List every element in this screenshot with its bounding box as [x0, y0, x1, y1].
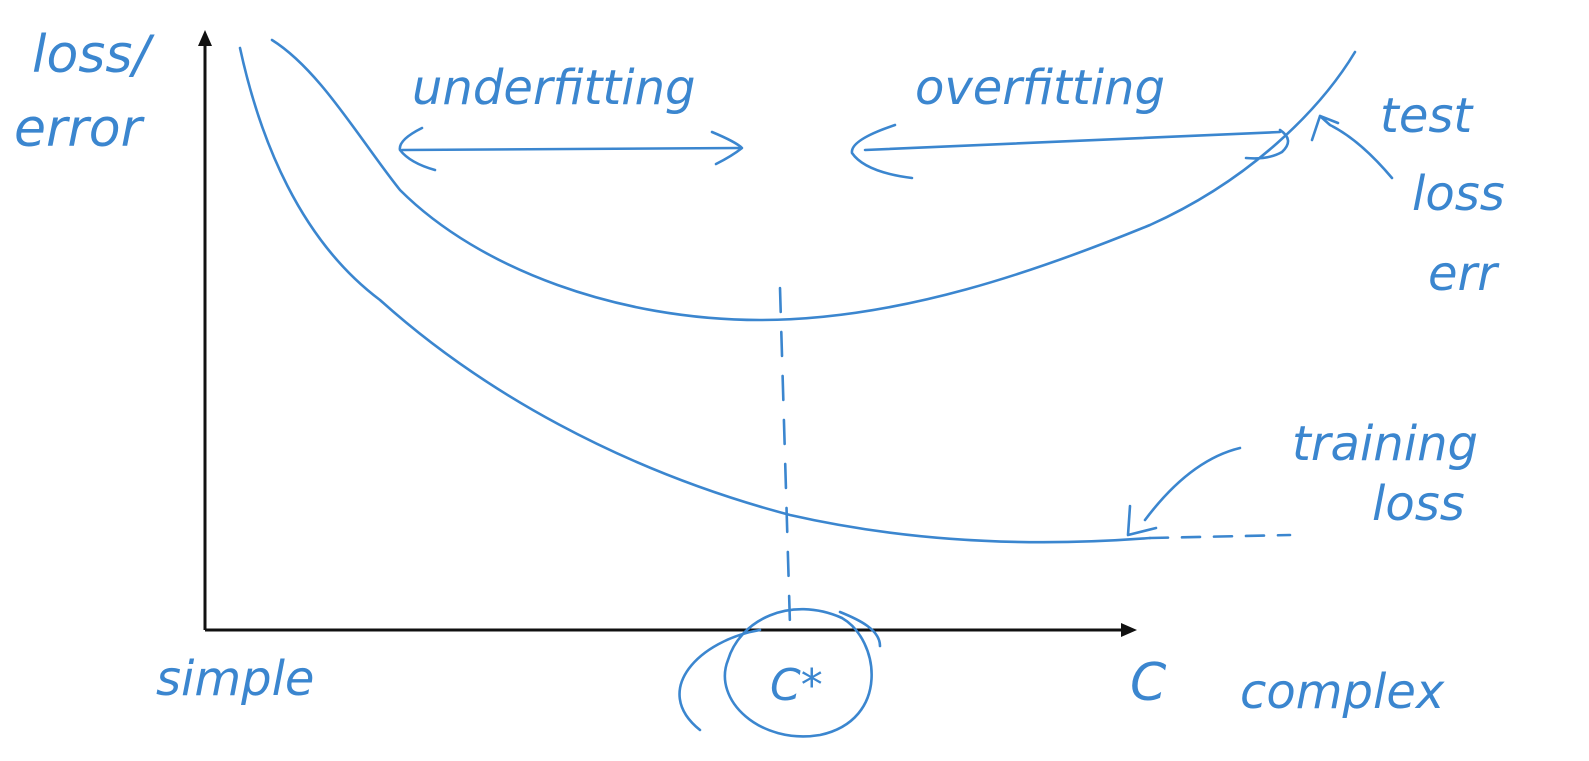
- training-loss-curve: [238, 46, 1152, 544]
- x-axis-tick-c: C: [1130, 653, 1167, 713]
- training-loss-curve-extension: [1148, 533, 1292, 540]
- y-axis-label-line2: error: [14, 99, 146, 159]
- test-loss-pointer: [1310, 114, 1394, 180]
- axes: [198, 30, 1137, 637]
- underfitting-label: underfitting: [412, 60, 695, 116]
- x-axis-label-simple: simple: [156, 651, 314, 707]
- optimum-circle: [723, 608, 873, 738]
- y-axis-label-line1: loss/: [32, 25, 155, 85]
- test-loss-label-line3: err: [1428, 246, 1500, 302]
- test-loss-label-line1: test: [1380, 88, 1474, 144]
- training-loss-label-line1: training: [1292, 416, 1478, 472]
- x-axis-arrowhead: [1121, 623, 1137, 637]
- test-loss-pointer-hook: [1244, 128, 1290, 160]
- training-loss-pointer: [1126, 446, 1242, 537]
- underfitting-arrow: [398, 126, 744, 172]
- y-axis-arrowhead: [198, 30, 212, 46]
- test-loss-curve: [270, 38, 1357, 322]
- x-axis-label-complex: complex: [1240, 664, 1445, 720]
- optimum-label: C*: [770, 660, 823, 711]
- optimum-dashed-line: [778, 286, 792, 627]
- optimum-outer-swirl: [678, 610, 882, 732]
- overfitting-arrow: [850, 123, 1282, 180]
- overfitting-label: overfitting: [915, 60, 1165, 116]
- training-loss-label-line2: loss: [1372, 476, 1465, 532]
- test-loss-label-line2: loss: [1412, 166, 1505, 222]
- optimum-marker: C*: [678, 608, 882, 738]
